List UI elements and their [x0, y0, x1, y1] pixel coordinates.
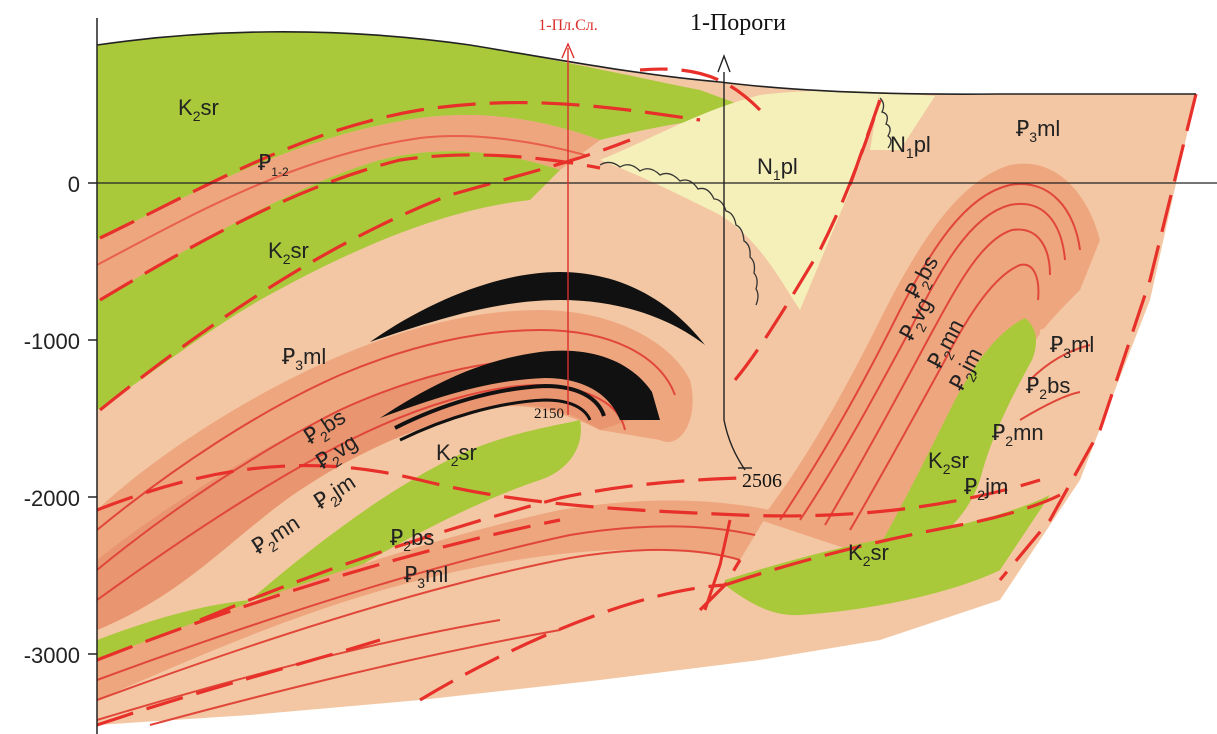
tick-label-0: 0 [68, 172, 80, 197]
label-p3ml-low: Ꝑ3ml [404, 562, 448, 591]
label-p2jm-rr: Ꝑ2jm [964, 474, 1008, 503]
label-p3ml-left: Ꝑ3ml [282, 344, 326, 373]
label-p2bs-rr: Ꝑ2bs [1026, 373, 1070, 402]
well-2-depth: 2506 [742, 470, 782, 492]
label-p2bs-low: Ꝑ2bs [390, 525, 434, 554]
label-p2mn-rr: Ꝑ2mn [992, 420, 1044, 449]
axis-ticks [88, 183, 97, 654]
well-1-depth: 2150 [534, 406, 564, 422]
label-p3ml-right: Ꝑ3ml [1050, 332, 1094, 361]
label-p3ml-topright: Ꝑ3ml [1016, 116, 1060, 145]
tick-label-2000: -2000 [24, 486, 80, 511]
well-1-name: 1-Пл.Сл. [538, 17, 598, 34]
well-2-name: 1-Пороги [690, 10, 786, 36]
tick-label-3000: -3000 [24, 643, 80, 668]
tick-label-1000: -1000 [24, 329, 80, 354]
